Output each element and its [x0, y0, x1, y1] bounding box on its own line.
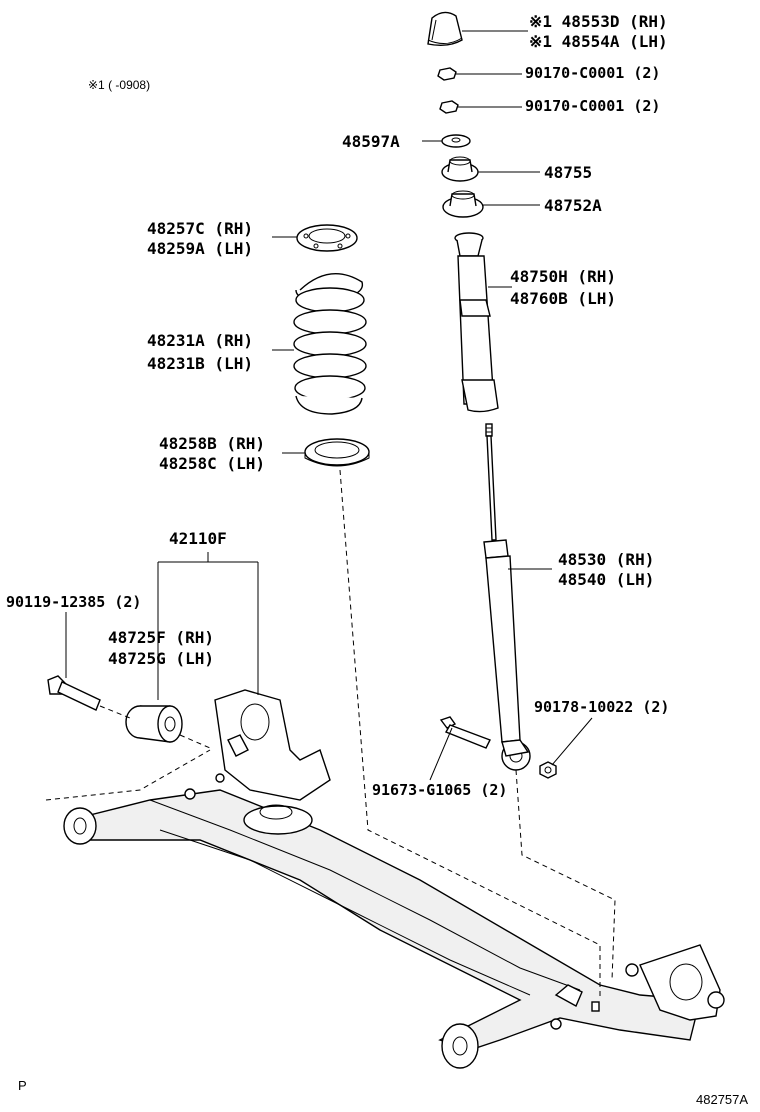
- label-48750h: 48750H (RH): [510, 267, 616, 286]
- illustration-number: 482757A: [696, 1092, 748, 1107]
- nut-90178: [539, 761, 557, 779]
- support-48755: [441, 156, 479, 182]
- label-48760b: 48760B (LH): [510, 289, 616, 308]
- bolt-91673: [439, 716, 491, 749]
- label-90170-c0001-b: 90170-C0001 (2): [525, 97, 660, 115]
- label-48231b: 48231B (LH): [147, 354, 253, 373]
- applicability-note: ※1 ( -0908): [88, 78, 150, 92]
- label-48257c: 48257C (RH): [147, 219, 253, 238]
- nut-upper: [437, 67, 457, 81]
- axle-bushing: [125, 705, 183, 743]
- label-48258c: 48258C (LH): [159, 454, 265, 473]
- label-48231a: 48231A (RH): [147, 331, 253, 350]
- support-48752a: [442, 190, 484, 218]
- label-48258b: 48258B (RH): [159, 434, 265, 453]
- spring-lower-insulator: [304, 438, 370, 467]
- shock-absorber: [483, 423, 531, 771]
- nut-lower: [439, 100, 459, 114]
- label-90170-c0001-a: 90170-C0001 (2): [525, 64, 660, 82]
- dust-boot: [454, 232, 499, 413]
- label-90119-12385: 90119-12385 (2): [6, 593, 141, 611]
- label-91673-g1065: 91673-G1065 (2): [372, 781, 507, 799]
- label-42110f: 42110F: [169, 529, 227, 548]
- label-48530: 48530 (RH): [558, 550, 654, 569]
- label-48752a: 48752A: [544, 196, 602, 215]
- bolt-90119: [47, 675, 101, 711]
- footer-left-code: P: [18, 1078, 27, 1093]
- label-48259a: 48259A (LH): [147, 239, 253, 258]
- label-90178-10022: 90178-10022 (2): [534, 698, 669, 716]
- label-48725f: 48725F (RH): [108, 628, 214, 647]
- label-48725g: 48725G (LH): [108, 649, 214, 668]
- guide-lines: [45, 469, 616, 1000]
- label-48540: 48540 (LH): [558, 570, 654, 589]
- label-48553d: ※1 48553D (RH): [529, 12, 668, 31]
- leader-lines: [65, 30, 593, 781]
- coil-spring: [293, 273, 367, 415]
- label-48597a: 48597A: [342, 132, 400, 151]
- part-labels: ※1 48553D (RH) ※1 48554A (LH) 90170-C000…: [6, 12, 669, 799]
- label-48554a: ※1 48554A (LH): [529, 32, 668, 51]
- label-48755: 48755: [544, 163, 592, 182]
- rear-axle-beam: [63, 689, 725, 1069]
- washer-48597a: [441, 134, 471, 148]
- spring-upper-insulator: [296, 224, 358, 252]
- bump-stopper-cap: [427, 11, 463, 47]
